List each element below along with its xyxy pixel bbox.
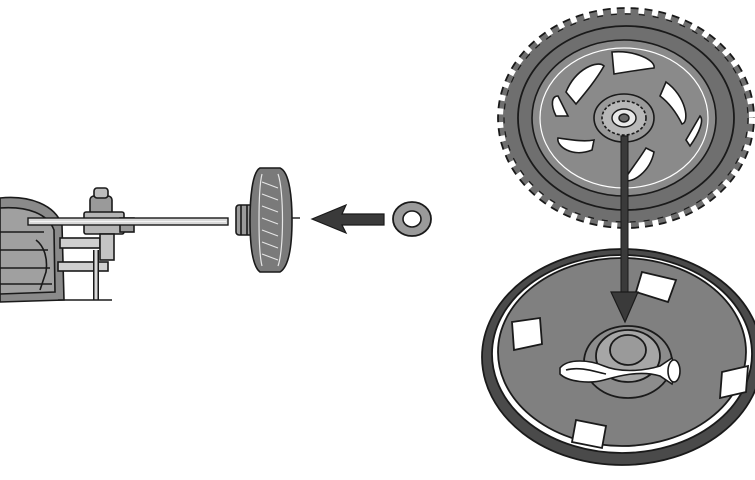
hubcap-cover bbox=[482, 249, 755, 465]
hubcap-assembly bbox=[482, 8, 755, 465]
axle-rod bbox=[28, 218, 228, 225]
wheel-hub-nut bbox=[612, 109, 636, 127]
arrow-washer-to-wheel bbox=[312, 205, 384, 233]
washer bbox=[393, 202, 431, 236]
side-wheel bbox=[236, 168, 300, 272]
axle-assembly bbox=[0, 168, 431, 302]
